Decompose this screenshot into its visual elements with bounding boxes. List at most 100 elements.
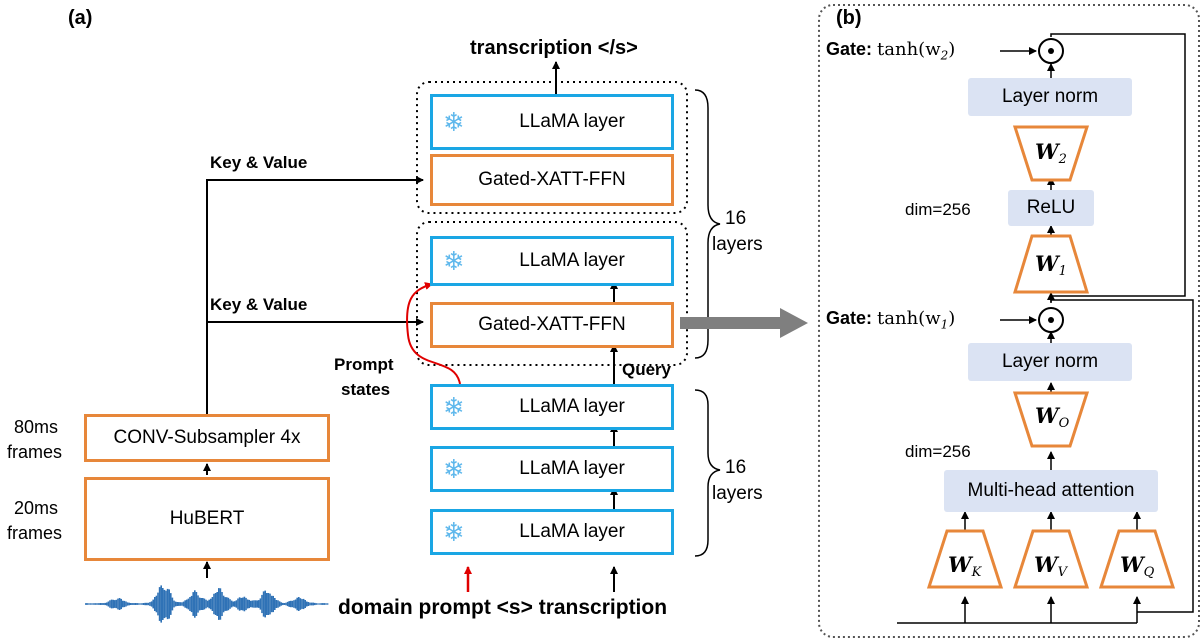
layer-norm-label: Layer norm <box>1001 86 1099 107</box>
dim-label-bottom: dim=256 <box>905 442 971 461</box>
panel-b-frame <box>818 4 1200 638</box>
gate1-func: tanh(w <box>877 308 941 329</box>
gate2-func: tanh(w <box>877 39 941 60</box>
llama-layer-bottom-1: ❄ LLaMA layer <box>430 384 674 430</box>
residual-lower <box>1051 299 1194 613</box>
prompt-states-arrow <box>406 282 461 385</box>
panel-b-label: (b) <box>836 7 862 29</box>
layers-count-upper: 16 <box>725 208 747 229</box>
gate1-sub: 1 <box>940 317 949 332</box>
key-value-line-top <box>206 176 424 414</box>
w1-trapezoid <box>1012 234 1090 294</box>
llama-layer-label: LLaMA layer <box>519 396 625 417</box>
w-symbol: W <box>948 552 972 577</box>
layers-count-lower: 16 <box>725 457 747 478</box>
mha-box: Multi-head attention <box>944 470 1158 512</box>
key-value-label-top: Key & Value <box>210 153 308 172</box>
brace-lower <box>694 389 721 557</box>
big-arrow-shaft <box>680 317 782 329</box>
mha-label: Multi-head attention <box>967 480 1135 501</box>
gated-xatt-top: Gated-XATT-FFN <box>430 154 674 206</box>
snowflake-icon: ❄ <box>443 392 465 422</box>
w-symbol: W <box>1120 552 1144 577</box>
layers-word-lower: layers <box>712 483 763 504</box>
wo-sub: O <box>1058 416 1070 431</box>
wo-label: WO <box>1035 405 1069 430</box>
gated-xatt-middle: Gated-XATT-FFN <box>430 302 674 348</box>
group-box-middle <box>416 221 688 366</box>
conv-subsampler-label: CONV-Subsampler 4x <box>113 427 301 448</box>
layer-norm-top: Layer norm <box>968 78 1132 116</box>
wq-label: WQ <box>1120 554 1154 579</box>
query-label: Query <box>622 360 672 379</box>
w-symbol: W <box>1034 552 1058 577</box>
wv-label: WV <box>1034 554 1067 579</box>
input-sequence-label: domain prompt <s> transcription <box>338 596 668 619</box>
wv-trapezoid <box>1012 529 1090 589</box>
waveform-icon <box>85 585 329 623</box>
relu-label: ReLU <box>1026 197 1076 218</box>
layers-word-upper: layers <box>712 234 763 255</box>
odot-gate1-dot <box>1048 317 1054 323</box>
frames-80ms-line2: frames <box>7 442 63 462</box>
gate1-label: Gate: tanh(w1) <box>826 309 955 331</box>
w2-label: W2 <box>1035 141 1067 166</box>
wo-trapezoid <box>1012 391 1090 448</box>
gate-word: Gate: <box>826 308 873 328</box>
w-symbol: W <box>1035 251 1059 276</box>
wk-label: WK <box>948 554 981 579</box>
snowflake-icon: ❄ <box>443 107 465 137</box>
hubert-label: HuBERT <box>169 508 245 529</box>
layer-norm-bottom: Layer norm <box>968 343 1132 381</box>
gate2-func-wrap: tanh(w2) <box>877 39 956 63</box>
output-label: transcription </s> <box>470 37 638 59</box>
llama-layer-bottom-3: ❄ LLaMA layer <box>430 509 674 555</box>
llama-layer-top: ❄ LLaMA layer <box>430 94 674 150</box>
wk-trapezoid <box>926 529 1004 589</box>
wq-sub: Q <box>1143 565 1155 580</box>
gate1-func-wrap: tanh(w1) <box>877 308 956 332</box>
w1-sub: 1 <box>1058 264 1067 279</box>
panel-a-label: (a) <box>68 7 93 29</box>
w2-trapezoid <box>1012 125 1090 182</box>
gate2-close: ) <box>948 39 956 60</box>
w-symbol: W <box>1035 403 1059 428</box>
w-symbol: W <box>1035 139 1059 164</box>
llama-layer-label: LLaMA layer <box>519 111 625 132</box>
dim-label-top: dim=256 <box>905 200 971 219</box>
llama-layer-bottom-2: ❄ LLaMA layer <box>430 446 674 492</box>
odot-gate2-dot <box>1048 48 1054 54</box>
brace-upper <box>694 89 721 359</box>
gated-xatt-label: Gated-XATT-FFN <box>478 314 626 335</box>
w2-sub: 2 <box>1058 152 1067 167</box>
llama-layer-middle: ❄ LLaMA layer <box>430 236 674 286</box>
hubert-box: HuBERT <box>84 477 330 561</box>
group-box-top <box>416 81 688 214</box>
llama-layer-label: LLaMA layer <box>519 458 625 479</box>
w1-label: W1 <box>1035 253 1067 278</box>
wq-trapezoid <box>1098 529 1176 589</box>
gate2-label: Gate: tanh(w2) <box>826 40 955 62</box>
llama-layer-label: LLaMA layer <box>519 250 625 271</box>
relu-box: ReLU <box>1008 190 1094 226</box>
prompt-states-label-1: Prompt <box>334 355 394 374</box>
gate-word: Gate: <box>826 39 873 59</box>
conv-subsampler-box: CONV-Subsampler 4x <box>84 414 330 462</box>
snowflake-icon: ❄ <box>443 517 465 547</box>
wv-sub: V <box>1057 565 1067 580</box>
frames-80ms-line1: 80ms <box>14 417 59 437</box>
gated-xatt-label: Gated-XATT-FFN <box>478 169 626 190</box>
residual-upper <box>1050 33 1186 302</box>
gate1-close: ) <box>948 308 956 329</box>
layer-norm-label: Layer norm <box>1001 351 1099 372</box>
prompt-states-label-2: states <box>341 380 391 399</box>
frames-20ms-line2: frames <box>7 523 63 543</box>
llama-layer-label: LLaMA layer <box>519 521 625 542</box>
gate2-sub: 2 <box>940 48 949 63</box>
big-arrow-head <box>780 308 808 338</box>
frames-20ms-line1: 20ms <box>14 498 59 518</box>
snowflake-icon: ❄ <box>443 454 465 484</box>
snowflake-icon: ❄ <box>443 246 465 276</box>
